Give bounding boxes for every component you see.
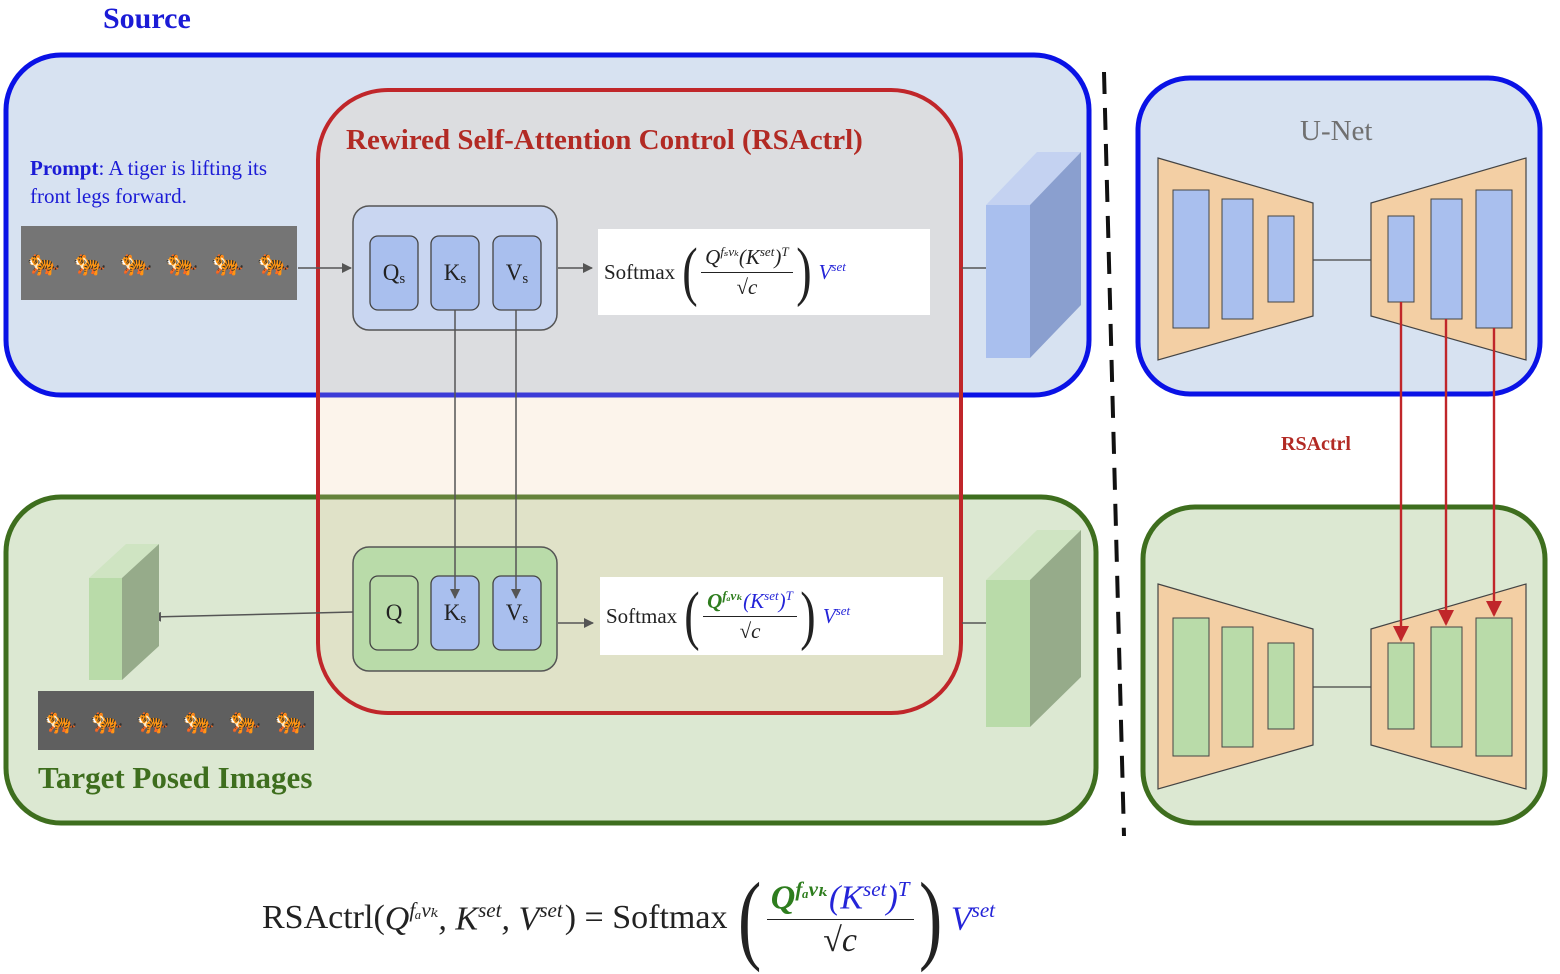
- target-title: Target Posed Images: [38, 760, 313, 795]
- target-tiger-thumbnails: 🐅 🐅 🐅 🐅 🐅 🐅: [38, 691, 314, 750]
- formula-numerator: Qfₛvₖ(Kset)T: [701, 244, 793, 273]
- unet-target-enc-layer: [1221, 626, 1254, 748]
- target-q-label: Q: [385, 600, 403, 625]
- unet-target-dec-layer: [1387, 642, 1415, 730]
- unet-source-enc-layer: [1172, 189, 1210, 329]
- tiger-icon: 🐅: [119, 248, 153, 277]
- paren-right: ): [800, 579, 816, 652]
- target-v-box: [492, 575, 542, 651]
- formula-denominator: √c: [739, 619, 761, 643]
- tiger-icon: 🐅: [27, 248, 61, 277]
- tiger-icon: 🐅: [228, 705, 262, 735]
- tiger-icon: 🐅: [274, 705, 308, 735]
- source-image-strip: [21, 226, 297, 300]
- formula-fraction: Qfₐvₖ(Kset)T √c: [703, 588, 797, 644]
- prompt-label: Prompt: [30, 156, 99, 180]
- unet-source-dec-layer: [1387, 215, 1415, 303]
- tiger-icon: 🐅: [182, 705, 216, 735]
- formula-numerator: Qfₐvₖ(Kset)T: [766, 876, 914, 921]
- qkv-to-output-arrow: [151, 611, 354, 622]
- formula-k: , Kset: [438, 897, 502, 938]
- unet-source-enc-layer: [1221, 198, 1254, 320]
- source-tiger-thumbnails: 🐅 🐅 🐅 🐅 🐅 🐅: [21, 226, 297, 300]
- output-feature-block: [89, 544, 159, 680]
- unet-label: U-Net: [1300, 115, 1373, 147]
- unet-source-enc-layer: [1267, 215, 1295, 303]
- prompt-text: Prompt: A tiger is lifting its front leg…: [30, 154, 300, 210]
- tiger-icon: 🐅: [257, 248, 291, 277]
- panel-separator: [1102, 71, 1126, 837]
- tiger-icon: 🐅: [90, 705, 124, 735]
- tiger-icon: 🐅: [44, 705, 78, 735]
- formula-v-set: Vset: [818, 259, 846, 284]
- target-image-strip: [38, 691, 314, 750]
- unet-target-dec-layer: [1430, 626, 1463, 748]
- paren-right: ): [795, 235, 812, 308]
- formula-lhs: RSActrl(: [262, 899, 385, 936]
- source-feature-block: [986, 152, 1081, 358]
- unet-target-enc-layer: [1267, 642, 1295, 730]
- formula-denominator: √c: [823, 922, 858, 960]
- rsactrl-arrow-label: RSActrl: [1281, 433, 1351, 455]
- unet-target-enc-layer: [1172, 617, 1210, 757]
- formula-numerator: Qfₐvₖ(Kset)T: [703, 588, 797, 617]
- formula-q: Qfₐvₖ: [384, 898, 439, 938]
- formula-v: , Vset: [501, 897, 563, 938]
- target-q-box: [369, 575, 419, 651]
- formula-denominator: √c: [736, 275, 758, 299]
- source-title: Source: [103, 2, 191, 35]
- prompt-content: : A tiger is lifting its front legs forw…: [30, 156, 268, 208]
- unet-source-dec-layer: [1475, 189, 1513, 329]
- rsactrl-definition-formula: RSActrl( Qfₐvₖ , Kset , Vset ) = Softmax…: [262, 868, 995, 968]
- softmax-label: Softmax: [606, 603, 678, 628]
- target-feature-block: [986, 530, 1081, 727]
- source-v-box: [492, 235, 542, 311]
- source-q-box: [369, 235, 419, 311]
- formula-equals-softmax: ) = Softmax: [564, 899, 728, 936]
- target-softmax-formula: Softmax ( Qfₐvₖ(Kset)T √c ) Vset: [600, 577, 943, 655]
- paren-left: (: [738, 862, 762, 973]
- tiger-icon: 🐅: [136, 705, 170, 735]
- tiger-icon: 🐅: [165, 248, 199, 277]
- rsactrl-title: Rewired Self-Attention Control (RSActrl): [346, 124, 863, 156]
- formula-v-set: Vset: [950, 897, 996, 938]
- paren-right: ): [918, 862, 942, 973]
- unet-source-dec-layer: [1430, 198, 1463, 320]
- paren-left: (: [682, 235, 698, 308]
- formula-fraction: Qfₛvₖ(Kset)T √c: [701, 244, 793, 300]
- tiger-icon: 🐅: [211, 248, 245, 277]
- unet-target-dec-layer: [1475, 617, 1513, 757]
- softmax-label: Softmax: [604, 259, 676, 284]
- tiger-icon: 🐅: [73, 248, 107, 277]
- paren-left: (: [684, 579, 700, 652]
- formula-fraction: Qfₐvₖ(Kset)T √c: [766, 876, 914, 960]
- formula-v-set: Vset: [822, 603, 851, 628]
- source-softmax-formula: Softmax ( Qfₛvₖ(Kset)T √c ) Vset: [598, 229, 930, 315]
